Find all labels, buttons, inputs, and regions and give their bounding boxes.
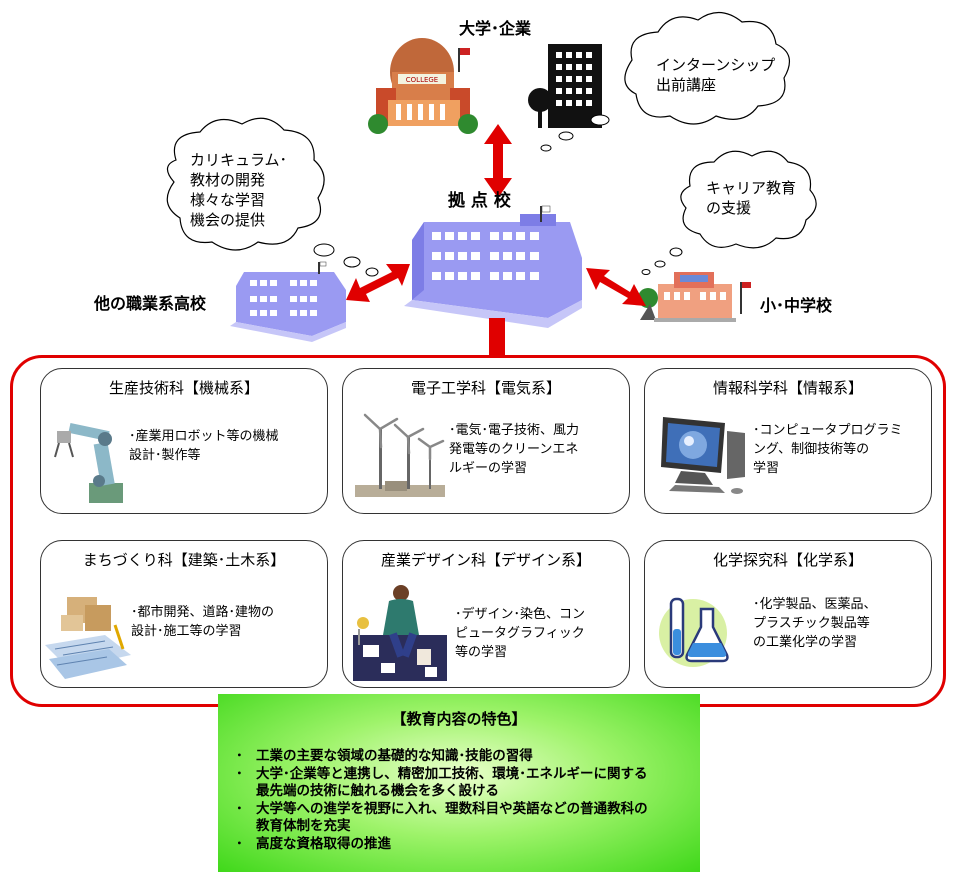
- description-line: ･デザイン･染色、コン: [455, 607, 586, 622]
- cloud-line: 出前講座: [656, 76, 717, 94]
- university-building-icon: COLLEGE: [368, 38, 478, 134]
- description-line: ピュータグラフィック: [455, 626, 585, 641]
- career-cloud-icon: [641, 150, 817, 275]
- cloud-line: の支援: [706, 199, 752, 217]
- feature-item: ･ 大学･企業等と連携し、精密加工技術、環境･エネルギーに関する 最先端の技術に…: [236, 766, 648, 801]
- description-line: ･電気･電子技術、風力: [449, 423, 580, 438]
- hub-school-icon: [404, 205, 582, 328]
- cloud-line: カリキュラム･: [190, 151, 288, 169]
- department-description: ･産業用ロボット等の機械 設計･製作等: [129, 427, 279, 465]
- department-description: ･コンピュータプログラミ ング、制御技術等の 学習: [753, 421, 903, 478]
- curriculum-cloud-icon: [166, 117, 379, 277]
- department-card-architecture: まちづくり科【建築･土木系】 ･都市開発、道路･建物の 設計･施工等の学習: [40, 540, 328, 688]
- department-card-design: 産業デザイン科【デザイン系】 ･デザイン･染色、コン ピュータグラフィック 等の…: [342, 540, 630, 688]
- description-line: の工業化学の学習: [753, 635, 858, 650]
- cloud-line: 教材の開発: [190, 171, 266, 189]
- computer-monitor-icon: [661, 417, 745, 494]
- career-cloud-text: キャリア教育 の支援: [706, 178, 796, 218]
- department-description: ･電気･電子技術、風力 発電等のクリーンエネ ルギーの学習: [449, 421, 579, 478]
- curriculum-cloud-text: カリキュラム･ 教材の開発 様々な学習 機会の提供: [190, 150, 287, 230]
- department-card-electrical: 電子工学科【電気系】 ･電気･電子技術、風力 発電等のクリーンエネ ルギーの学習: [342, 368, 630, 514]
- robot-arm-icon: [54, 422, 123, 503]
- feature-item: ･ 大学等への進学を視野に入れ、理数科目や英語などの普通教科の 教育体制を充実: [236, 801, 648, 836]
- college-sign-text: COLLEGE: [406, 76, 438, 84]
- features-title: 【教育内容の特色】: [391, 710, 527, 728]
- description-line: ･コンピュータプログラミ: [753, 423, 903, 438]
- cloud-line: インターンシップ: [656, 56, 776, 74]
- department-description: ･デザイン･染色、コン ピュータグラフィック 等の学習: [455, 605, 585, 662]
- cloud-line: キャリア教育: [706, 179, 797, 197]
- architecture-blueprint-icon: [45, 597, 131, 679]
- company-building-icon: [528, 44, 602, 128]
- hub-elementary-arrow: [586, 268, 646, 306]
- relationship-diagram: COLLEGE: [166, 11, 817, 358]
- cloud-line: 様々な学習: [190, 191, 266, 209]
- internship-cloud-text: インターンシップ 出前講座: [656, 55, 775, 95]
- elementary-school-icon: [638, 272, 751, 322]
- wind-turbine-icon: [355, 413, 445, 497]
- feature-line: 工業の主要な領域の基礎的な知識･技能の習得: [256, 748, 533, 764]
- hub-vocational-arrow: [346, 264, 410, 302]
- description-line: ･化学製品、医薬品、: [753, 597, 877, 612]
- bullet: ･: [236, 748, 243, 764]
- department-title: まちづくり科【建築･土木系】: [82, 551, 286, 569]
- vocational-school-icon: [230, 261, 346, 342]
- department-card-information: 情報科学科【情報系】 ･コンピュータプログラミ ング、制御技術等の 学習: [644, 368, 932, 514]
- chemistry-flask-icon: [659, 597, 729, 667]
- feature-line: 最先端の技術に触れる機会を多く設ける: [256, 783, 499, 799]
- department-title: 化学探究科【化学系】: [712, 551, 863, 569]
- designer-icon: [353, 585, 447, 681]
- features-list: ･ 工業の主要な領域の基礎的な知識･技能の習得 ･ 大学･企業等と連携し、精密加…: [236, 748, 648, 853]
- internship-cloud-icon: [540, 11, 791, 152]
- description-line: 発電等のクリーンエネ: [449, 442, 579, 457]
- department-description: ･化学製品、医薬品、 プラスチック製品等 の工業化学の学習: [753, 595, 877, 652]
- department-card-mechanical: 生産技術科【機械系】 ･産業用ロボット等の機械 設計･製作等: [40, 368, 328, 514]
- university-hub-arrow: [484, 124, 512, 198]
- feature-line: 大学等への進学を視野に入れ、理数科目や英語などの普通教科の: [256, 800, 648, 817]
- department-title: 生産技術科【機械系】: [108, 379, 259, 397]
- feature-line: 高度な資格取得の推進: [256, 835, 391, 852]
- description-line: プラスチック製品等: [753, 616, 870, 631]
- description-line: ング、制御技術等の: [753, 442, 870, 457]
- bullet: ･: [236, 800, 243, 817]
- description-line: 設計･製作等: [129, 448, 201, 463]
- feature-item: ･ 高度な資格取得の推進: [236, 836, 648, 854]
- description-line: 学習: [753, 461, 780, 476]
- description-line: ･都市開発、道路･建物の: [131, 605, 275, 620]
- department-title: 電子工学科【電気系】: [410, 379, 561, 397]
- description-line: ルギーの学習: [449, 461, 528, 476]
- bullet: ･: [236, 765, 243, 782]
- department-description: ･都市開発、道路･建物の 設計･施工等の学習: [131, 603, 274, 641]
- description-line: 設計･施工等の学習: [131, 624, 242, 639]
- hub-departments-connector: [489, 318, 505, 358]
- feature-line: 教育体制を充実: [256, 818, 351, 834]
- feature-item: ･ 工業の主要な領域の基礎的な知識･技能の習得: [236, 748, 648, 766]
- hub-school-label: 拠 点 校: [448, 191, 511, 211]
- other-vocational-schools-label: 他の職業系高校: [94, 294, 207, 313]
- description-line: ･産業用ロボット等の機械: [129, 429, 279, 444]
- department-title: 情報科学科【情報系】: [712, 379, 863, 397]
- department-card-chemistry: 化学探究科【化学系】 ･化学製品、医薬品、 プラスチック製品等 の工業化学の学習: [644, 540, 932, 688]
- elementary-middle-school-label: 小･中学校: [760, 296, 833, 315]
- bullet: ･: [236, 835, 243, 852]
- education-features-box: 【教育内容の特色】 ･ 工業の主要な領域の基礎的な知識･技能の習得 ･ 大学･企…: [218, 694, 700, 872]
- university-company-label: 大学･企業: [459, 19, 532, 38]
- description-line: 等の学習: [455, 645, 508, 660]
- cloud-line: 機会の提供: [190, 211, 266, 229]
- feature-line: 大学･企業等と連携し、精密加工技術、環境･エネルギーに関する: [256, 765, 648, 782]
- department-title: 産業デザイン科【デザイン系】: [380, 551, 591, 569]
